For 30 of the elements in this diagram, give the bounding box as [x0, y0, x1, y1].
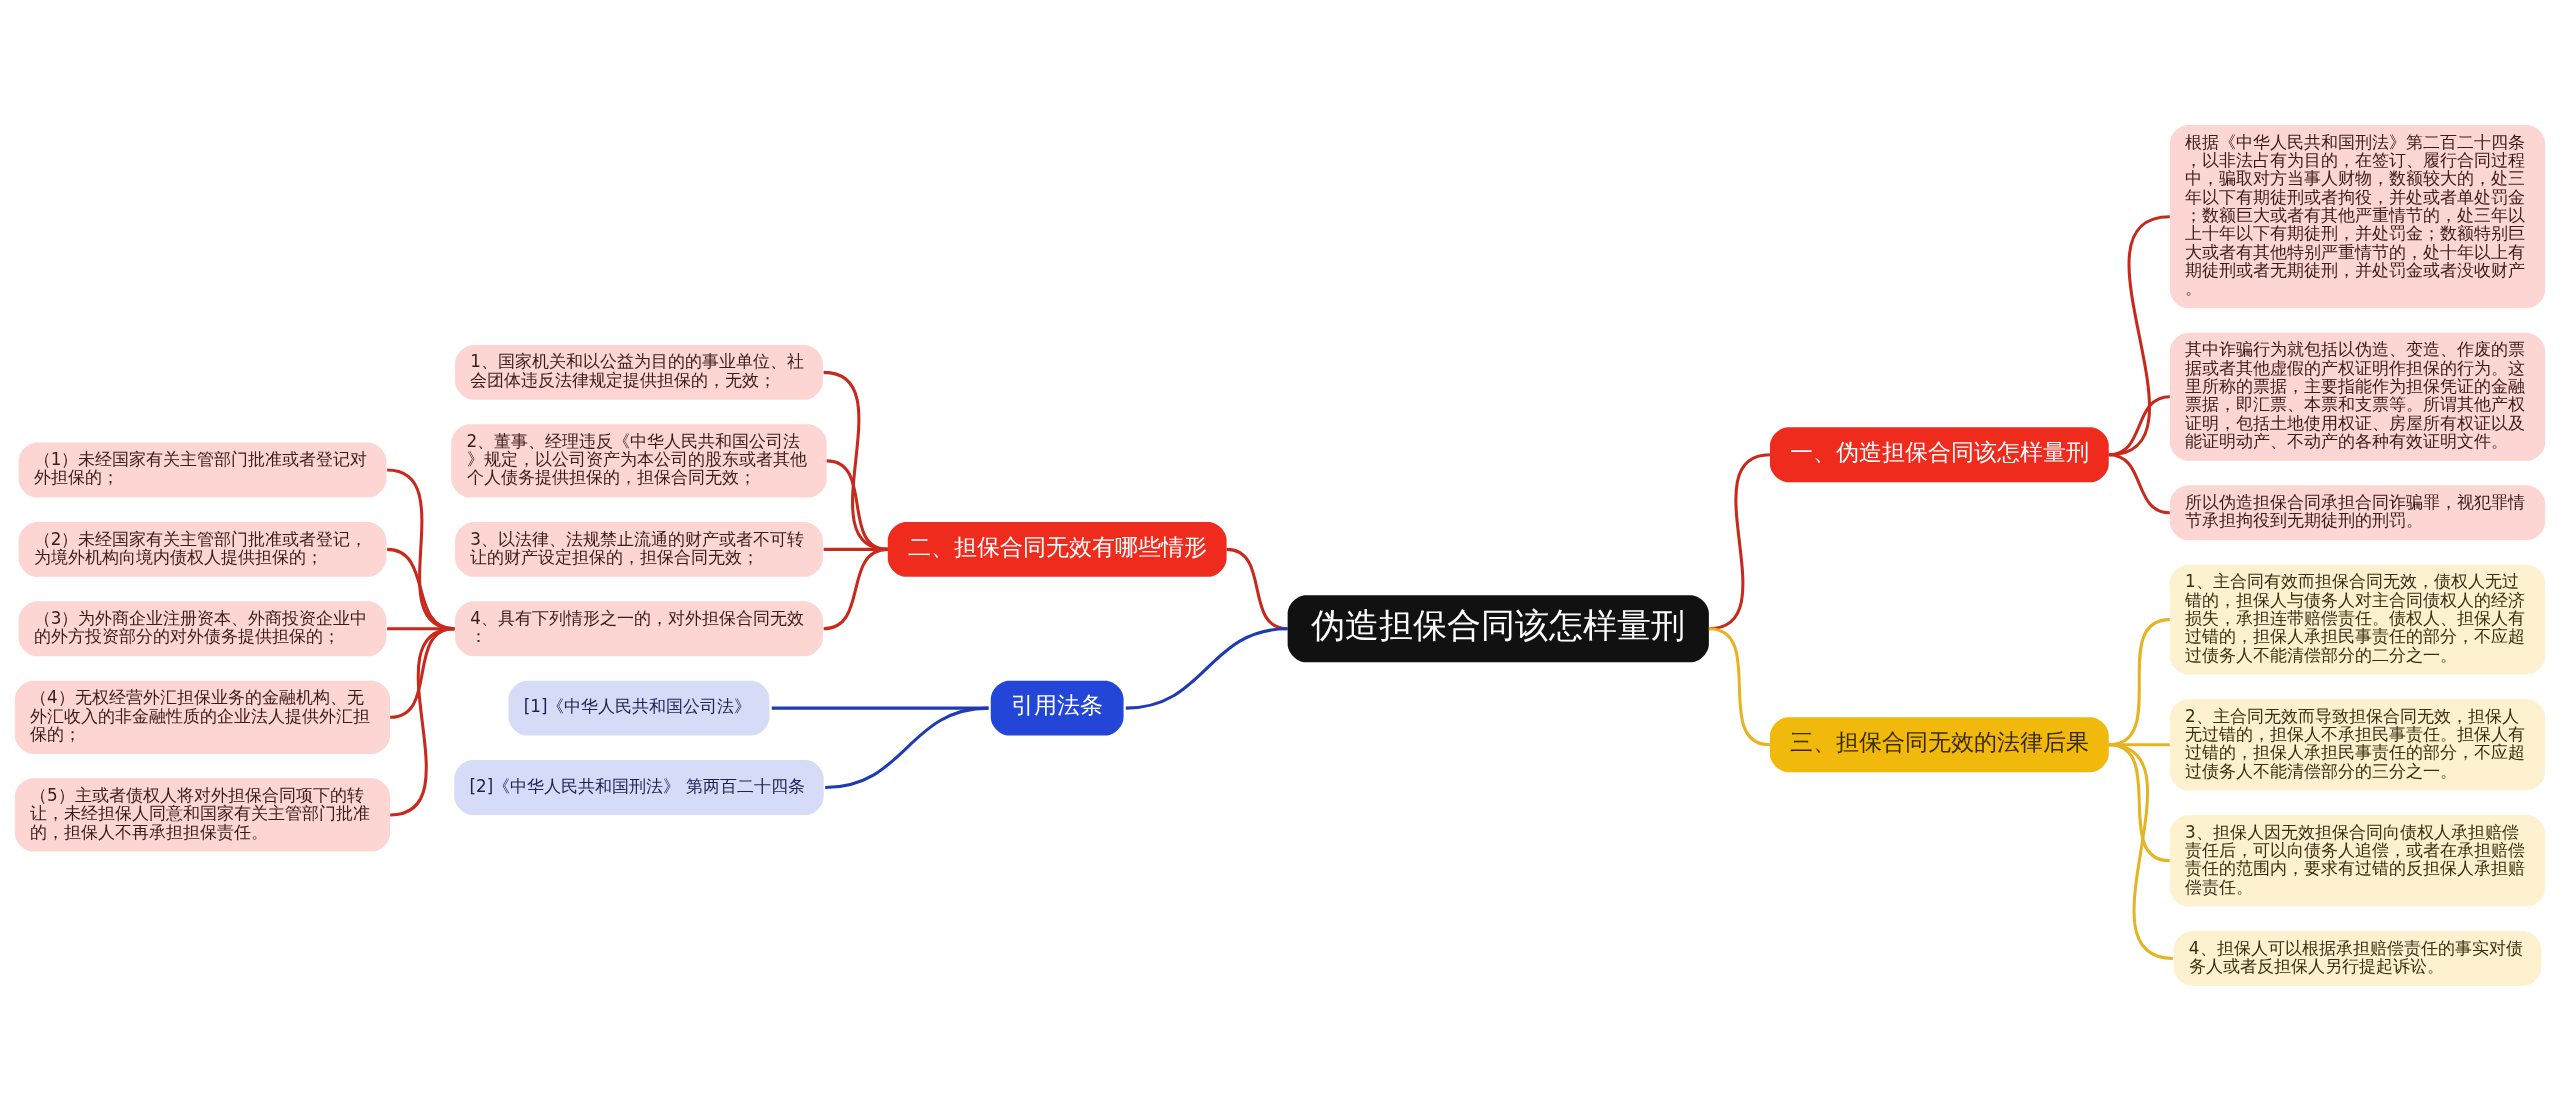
node-box: （1）未经国家有关主管部门批准或者登记对外担保的； — [18, 442, 387, 498]
node-box: 3、以法律、法规禁止流通的财产或者不可转让的财产设定担保的，担保合同无效； — [455, 521, 823, 577]
node-box: 4、担保人可以根据承担赔偿责任的事实对债务人或者反担保人另行提起诉讼。 — [2173, 930, 2542, 986]
node-box: 引用法条 — [990, 680, 1124, 736]
node-box: 2、董事、经理违反《中华人民共和国公司法》规定，以公司资产为本公司的股东或者其他个人债务提供担保的，担保合同无效； — [451, 424, 827, 498]
connector — [823, 547, 888, 631]
node-box: （3）为外商企业注册资本、外商投资企业中的外方投资部分的对外债务提供担保的； — [18, 601, 387, 657]
node-box: 一、伪造担保合同该怎样量刑 — [1769, 427, 2109, 483]
node-box: 其中诈骗行为就包括以伪造、变造、作废的票据或者其他虚假的产权证明作担保的行为。这里所称的票据，主要指能作为担保凭证的金融票据，即汇票、本票和支票等。所谓其他产权证明，包括土地使用权证、房屋所有权证以及能证明动产、不动产的各种有效证明文件。 — [2169, 332, 2546, 461]
connector — [1708, 627, 1771, 747]
node-box: 1、主合同有效而担保合同无效，债权人无过错的，担保人与债务人对主合同债权人的经济损失，承担连带赔偿责任。债权人、担保人有过错的，担保人承担民事责任的部分，不应超过债务人不能清偿部分的二分之一。 — [2169, 564, 2546, 675]
node-box: [1]《中华人民共和国公司法》 — [508, 680, 770, 736]
node-box: 4、具有下列情形之一的，对外担保合同无效： — [455, 601, 823, 657]
connector — [389, 627, 455, 817]
connector — [2108, 453, 2170, 515]
connector — [2108, 743, 2174, 960]
node-box: （4）无权经营外汇担保业务的金融机构、无外汇收入的非金融性质的企业法人提供外汇担保的； — [14, 680, 391, 754]
node-box: 2、主合同无效而导致担保合同无效，担保人无过错的，担保人不承担民事责任。担保人有过错的，担保人承担民事责任的部分，不应超过债务人不能清偿部分的三分之一。 — [2169, 698, 2546, 791]
node-box: [2]《中华人民共和国刑法》 第两百二十四条 — [454, 760, 824, 815]
node-box: 伪造担保合同该怎样量刑 — [1287, 595, 1709, 663]
node-box: 3、担保人因无效担保合同向债权人承担赔偿责任后，可以向债务人追偿，或者在承担赔偿责任的范围内，要求有过错的反担保人承担赔偿责任。 — [2169, 814, 2546, 907]
connector — [825, 706, 989, 789]
node-box: 1、国家机关和以公益为目的的事业单位、社会团体违反法律规定提供担保的，无效； — [455, 344, 823, 400]
node-box: （2）未经国家有关主管部门批准或者登记，为境外机构向境内债权人提供担保的； — [18, 521, 387, 577]
node-box: 所以伪造担保合同承担合同诈骗罪，视犯罪情节承担拘役到无期徒刑的刑罚。 — [2169, 485, 2546, 541]
node-box: 二、担保合同无效有哪些情形 — [887, 521, 1227, 577]
node-box: 三、担保合同无效的法律后果 — [1769, 717, 2109, 773]
connector — [1125, 627, 1288, 710]
node-box: （5）主或者债权人将对外担保合同项下的转让，未经担保人同意和国家有关主管部门批准的，担保人不再承担担保责任。 — [14, 778, 391, 852]
node-box: 根据《中华人民共和国刑法》第二百二十四条，以非法占有为目的，在签订、履行合同过程中，骗取对方当事人财物，数额较大的，处三年以下有期徒刑或者拘役，并处或者单处罚金；数额巨大或者有其他严重情节的，处三年以上十年以下有期徒刑，并处罚金；数额特别巨大或者有其他特别严重情节的，处十年以上有期徒刑或者无期徒刑，并处罚金或者没收财产。 — [2169, 125, 2546, 309]
